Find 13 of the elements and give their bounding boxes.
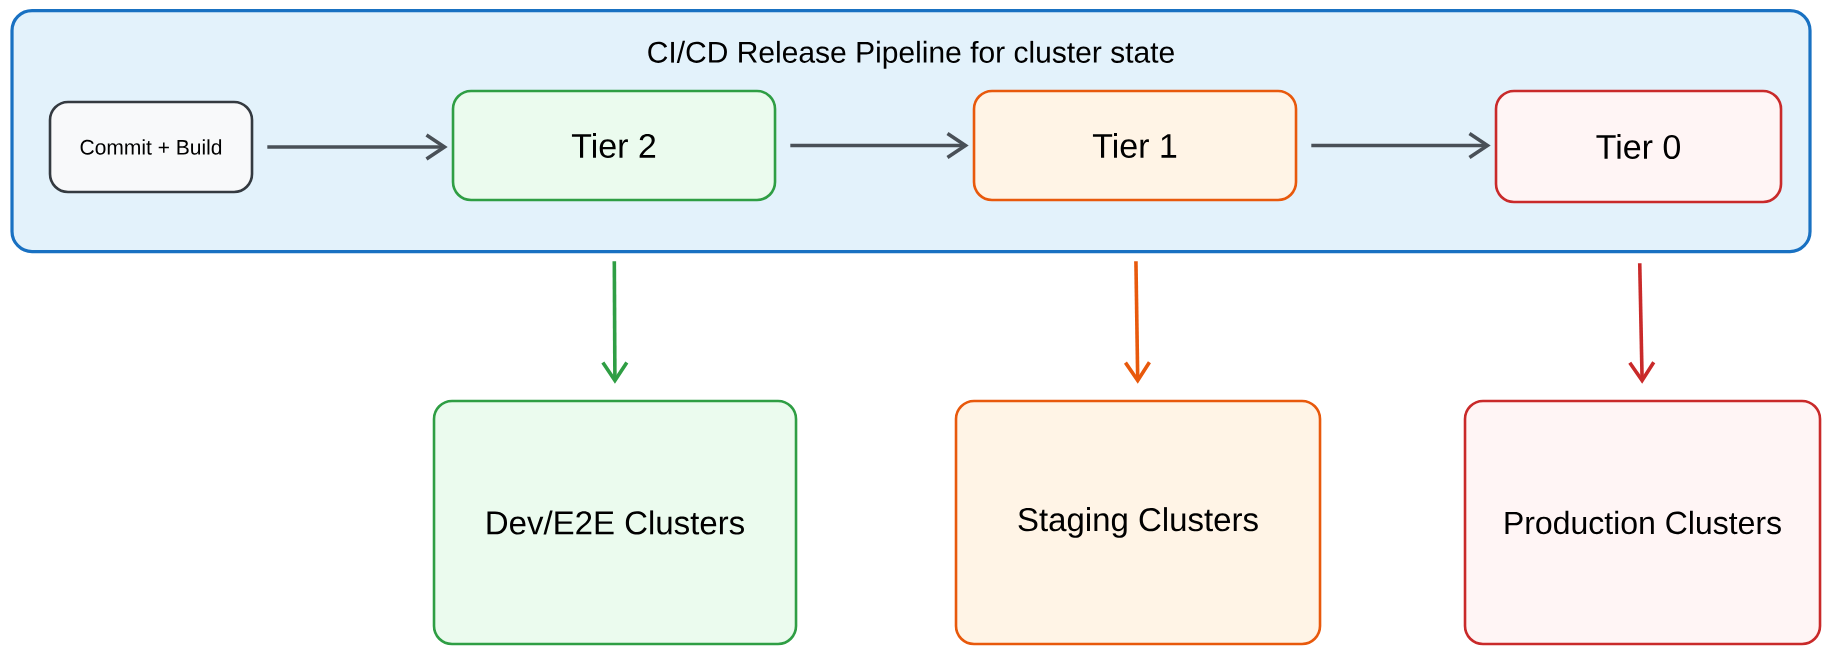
cluster-box: Staging Clusters (954, 399, 1322, 646)
cluster-box: Dev/E2E Clusters (432, 399, 798, 646)
process-box: Tier 0 (1494, 89, 1783, 204)
arrow (267, 133, 448, 161)
arrow (601, 261, 629, 384)
arrow (1123, 261, 1151, 384)
process-box: Tier 2 (451, 89, 777, 202)
process-box: Commit + Build (48, 100, 254, 194)
arrow (1311, 132, 1491, 159)
process-box: Tier 1 (972, 89, 1298, 202)
cluster-box: Production Clusters (1463, 399, 1822, 646)
arrow (1628, 263, 1656, 384)
arrow (790, 132, 969, 159)
